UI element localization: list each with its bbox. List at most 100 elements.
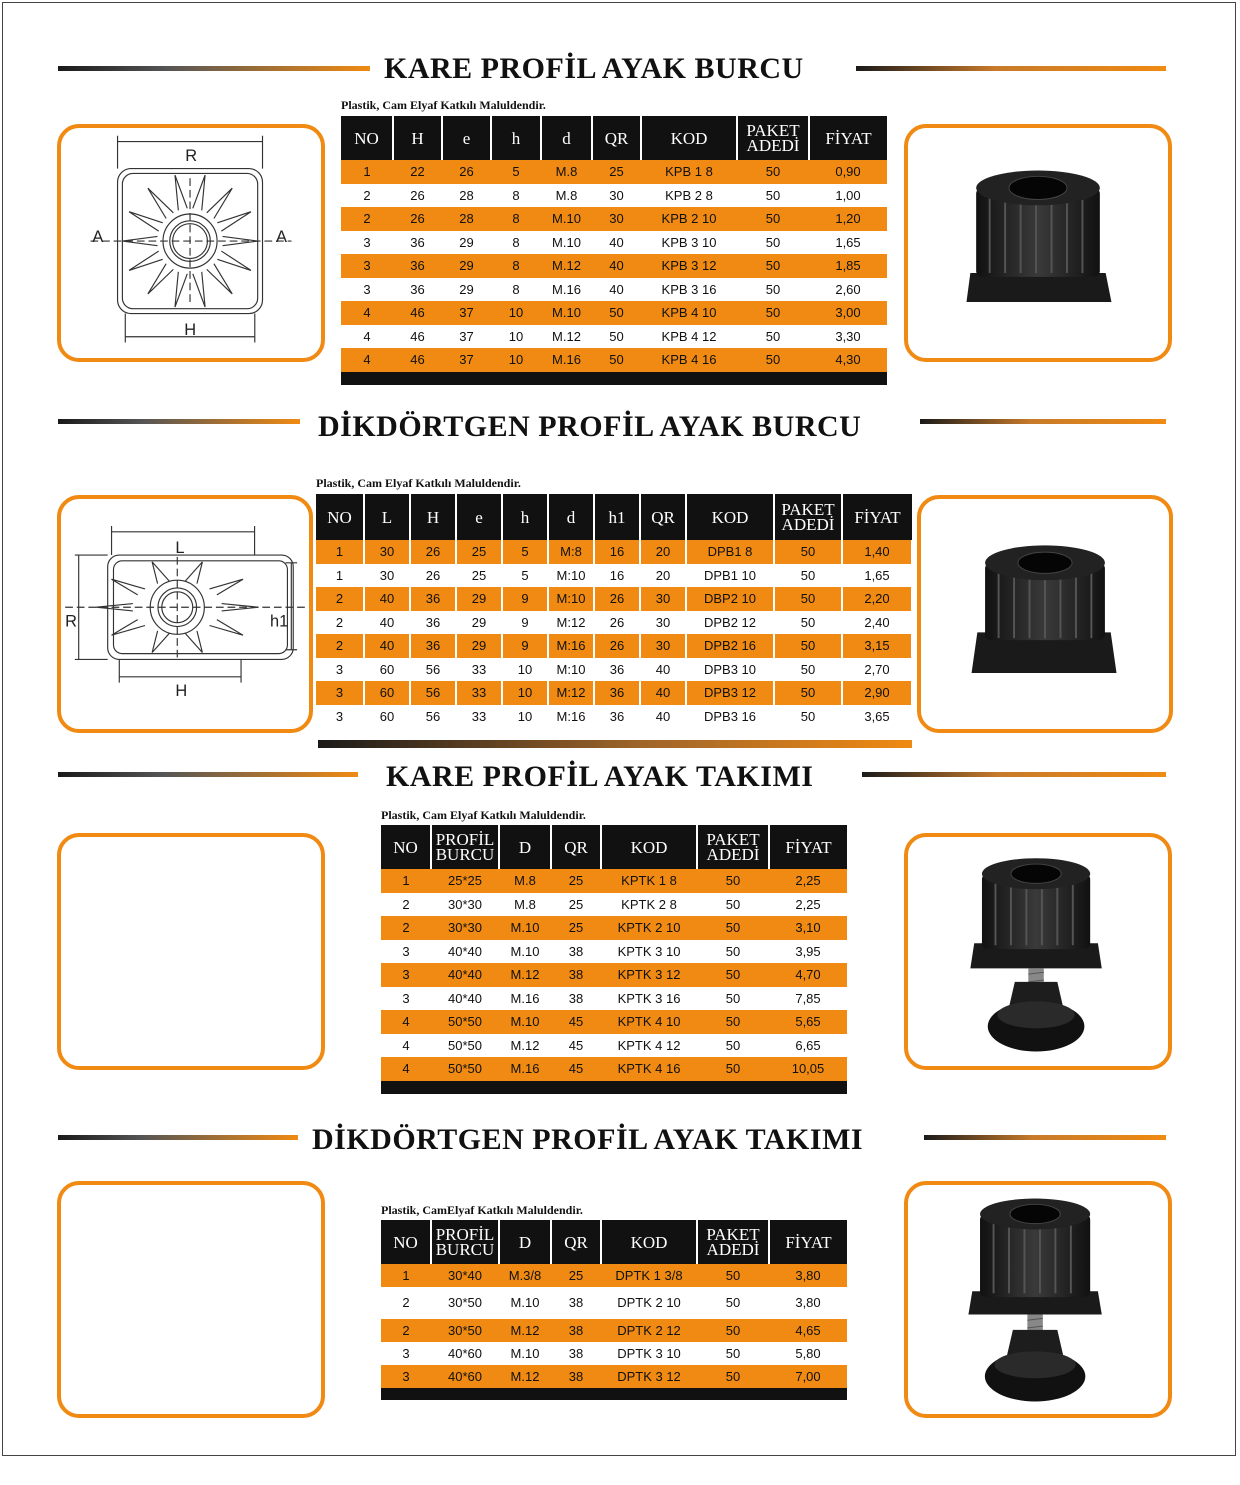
material-note: Plastik, Cam Elyaf Katkılı Maluldendir. [381,808,586,822]
page-frame [2,2,1236,1456]
column-header: L [364,494,411,540]
table-cell: 29 [456,587,503,611]
table-cell: 4,65 [769,1318,847,1342]
table-cell: DPB2 16 [686,634,775,658]
column-header: NO [381,1220,432,1264]
section-title: KARE PROFİL AYAK TAKIMI [386,760,814,793]
column-header: FİYAT [769,1220,847,1264]
table-cell: 50 [697,916,769,940]
column-header: PAKET ADEDİ [697,825,770,869]
table-cell: 30*30 [431,916,499,940]
dim-label-bottom: H [184,321,196,339]
table-cell: 5 [502,540,549,564]
table-cell: 50 [737,301,809,325]
table-cell: M.10 [541,230,592,254]
table-cell: 50 [697,986,769,1010]
table-cell: 26 [410,563,457,587]
column-header: h1 [594,494,641,540]
table-cell: 50 [737,254,809,278]
table-cell: 40*40 [431,939,499,963]
table-cell: 30 [592,183,641,207]
table-cell: KPB 3 12 [641,254,737,278]
table-cell: 56 [410,657,457,681]
table-cell: M.12 [499,963,551,987]
table-cell: 45 [551,1010,601,1034]
table-cell: KPB 3 10 [641,230,737,254]
table-cell: M.8 [541,160,592,184]
table-cell: 25 [551,869,601,893]
table-cell: 50 [774,610,843,634]
table-cell: 2,70 [842,657,913,681]
empty-drawing-box [57,833,325,1070]
table-cell: DPB1 10 [686,563,775,587]
table-cell: M:10 [548,563,595,587]
section-rule-right [862,772,1166,777]
table-cell: 10 [491,348,541,372]
table-cell: 26 [594,634,641,658]
table-cell: 28 [442,183,491,207]
table-cell: 1 [381,869,431,893]
table-cell: KPTK 2 10 [601,916,697,940]
table-cell: 5,80 [769,1341,847,1366]
table-cell: DPB1 8 [686,540,775,564]
table-cell: 1,00 [809,183,887,207]
table-cell: 3,65 [842,704,913,728]
column-header: PAKET ADEDİ [737,116,810,160]
dim-label-top: L [175,539,184,557]
drawing-rib [217,250,252,271]
drawing-rib [128,211,163,232]
table-cell: 3 [381,1341,431,1366]
table-cell: 50 [774,540,843,564]
table-cell: 20 [640,540,687,564]
table-cell: 6,65 [769,1033,847,1057]
table-cell: 50 [592,301,641,325]
table-footer-bar [381,1080,847,1094]
table-cell: 3,00 [809,301,887,325]
table-cell: 40*40 [431,986,499,1010]
table-cell: 30 [364,563,411,587]
table-cell: 2 [381,1318,431,1342]
table-cell: 50 [697,1341,769,1366]
table-cell: DPTK 1 3/8 [601,1264,697,1288]
table-cell: 50 [737,160,809,184]
table-cell: 2 [316,610,365,634]
product-photo-box [904,833,1172,1070]
column-header: QR [640,494,687,540]
table-cell: 1 [316,563,365,587]
table-cell: DPB2 12 [686,610,775,634]
drawing-rib [206,263,233,295]
table-cell: 3 [316,681,365,705]
table-cell: 3 [381,1365,431,1389]
table-cell: 30*40 [431,1264,499,1288]
rectangular-bushing-drawing: L R h1 H [65,526,305,700]
table-cell: 8 [491,277,541,301]
table-cell: 4 [381,1010,431,1034]
column-header: PAKET ADEDİ [774,494,843,540]
table-cell: 45 [551,1033,601,1057]
table-cell: 50 [737,348,809,372]
column-header: FİYAT [769,825,847,869]
table-cell: 30 [640,587,687,611]
table-cell: 1 [316,540,365,564]
table-cell: 10 [502,704,549,728]
table-cell: 0,90 [809,160,887,184]
table-cell: 50*50 [431,1010,499,1034]
column-header: KOD [641,116,738,160]
table-cell: 5 [502,563,549,587]
table-cell: KPB 2 8 [641,183,737,207]
table-cell: 2 [381,1287,431,1319]
table-cell: 4 [341,348,393,372]
table-cell: DPB3 12 [686,681,775,705]
drawing-rib [147,187,174,219]
column-header: PROFİL BURCU [431,825,500,869]
table-cell: M.8 [541,183,592,207]
table-cell: 1 [341,160,393,184]
